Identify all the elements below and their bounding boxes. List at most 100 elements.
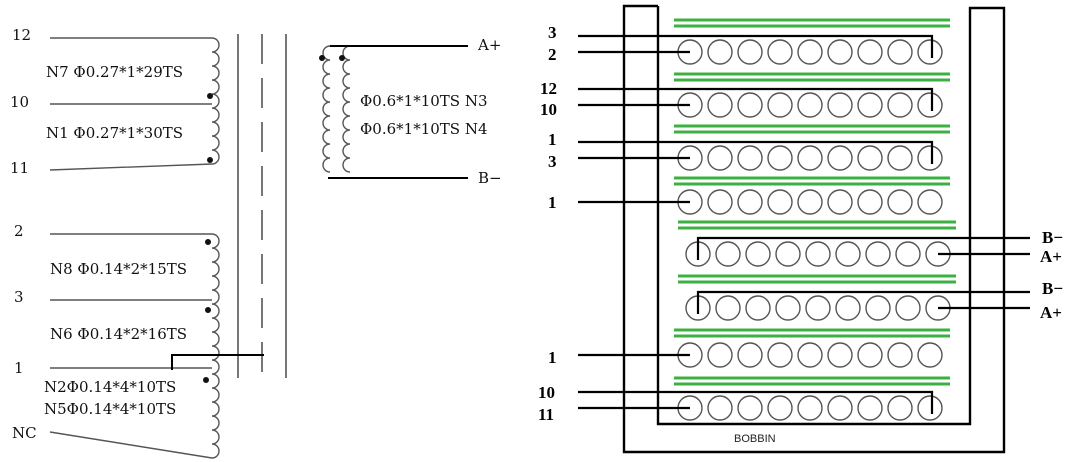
winding-layers [578,18,1030,421]
bobbin-pin-label: A+ [1040,247,1062,266]
wire-turn [857,39,883,65]
wire-turn [707,189,733,215]
bobbin-pin-label: 2 [548,45,557,64]
wire-turn [835,241,861,267]
wire-turn [707,342,733,368]
wire-turn [887,39,913,65]
wire-turn [827,342,853,368]
wire-turn [827,189,853,215]
wire-turn [827,145,853,171]
pin-label: 2 [14,222,24,240]
wire-turn [895,241,921,267]
wire-turn [857,342,883,368]
wire-turn [887,342,913,368]
bobbin-pin-label: 10 [538,383,555,402]
bobbin-pin-label: 1 [548,193,557,212]
bobbin-pin-label: 10 [540,100,557,119]
wire-turn [797,39,823,65]
wire-turn [887,395,913,421]
phase-dot [319,55,325,61]
shield-wire [171,354,264,370]
bobbin-pin-label: B− [1042,228,1063,247]
bobbin-pin-label: 1 [548,348,557,367]
wire-turn [737,189,763,215]
bobbin-label: BOBBIN [734,433,776,445]
wire-turn [805,295,831,321]
wire-turn [707,145,733,171]
wire-turn [737,39,763,65]
wire-turn [857,395,883,421]
wire-turn [745,295,771,321]
pin-label: 11 [10,159,29,177]
bobbin-pin-label: 1 [548,130,557,149]
wire-turn [917,92,943,118]
wire-turn [767,39,793,65]
phase-dot [207,157,213,163]
winding-label: N2Φ0.14*4*10TS [44,378,176,396]
coil-primary-top [49,37,220,171]
winding-label: N7 Φ0.27*1*29TS [46,63,183,81]
winding-label: N8 Φ0.14*2*15TS [50,260,187,278]
pin-label: 12 [12,26,31,44]
wire-turn [917,145,943,171]
pin-label: 10 [10,93,29,111]
bobbin-pin-label: B− [1042,279,1063,298]
wire-turn [797,145,823,171]
wire-turn [827,92,853,118]
wire-turn [917,39,943,65]
wire-turn [887,92,913,118]
wire-turn [917,395,943,421]
lead-wire [578,87,934,111]
phase-dot [207,93,213,99]
schematic-left: 12 10 11 2 3 1 NC N7 Φ0.27*1*29TS N1 Φ0.… [10,26,287,459]
wire-turn [865,295,891,321]
bobbin-pin-label: 3 [548,23,557,42]
wire-turn [707,92,733,118]
wire-turn [767,395,793,421]
bobbin-pin-label: 11 [538,405,554,424]
wire-turn [737,395,763,421]
wire-turn [737,342,763,368]
wire-turn [707,395,733,421]
bobbin-frame [622,4,1006,454]
wire-turn [835,295,861,321]
schematic-right: A+ B− Φ0.6*1*10TS N3 Φ0.6*1*10TS N4 [319,36,502,187]
wire-turn [707,39,733,65]
wire-turn [767,342,793,368]
winding-label: Φ0.6*1*10TS N4 [360,120,488,138]
lead-wire [696,236,1030,260]
wire-turn [767,189,793,215]
lead-wire [696,290,1030,314]
winding-label: N5Φ0.14*4*10TS [44,400,176,418]
pin-label: A+ [477,36,501,54]
wire-turn [767,145,793,171]
winding-label: N6 Φ0.14*2*16TS [50,325,187,343]
wire-turn [797,92,823,118]
bobbin-pin-label: A+ [1040,303,1062,322]
coil-secondary-n3 [322,45,331,173]
pin-label: B− [478,169,502,187]
wire-turn [715,241,741,267]
wire-turn [887,189,913,215]
pin-label: NC [12,424,37,442]
phase-dot [205,239,211,245]
phase-dot [339,55,345,61]
wire-turn [827,39,853,65]
winding-label: N1 Φ0.27*1*30TS [46,124,183,142]
lead-wire [578,390,934,414]
coil-primary-bottom [49,233,220,459]
wire-turn [865,241,891,267]
wire-turn [887,145,913,171]
wire-turn [797,189,823,215]
lead-wire [578,140,934,164]
bobbin-section: BOBBIN 3 2 12 10 1 3 1 1 10 11 B− A+ B− … [538,4,1063,454]
wire-turn [857,145,883,171]
phase-dot [205,307,211,313]
wire-turn [857,189,883,215]
wire-turn [827,395,853,421]
wire-turn [805,241,831,267]
bobbin-pin-label: 12 [540,79,557,98]
wire-turn [737,92,763,118]
